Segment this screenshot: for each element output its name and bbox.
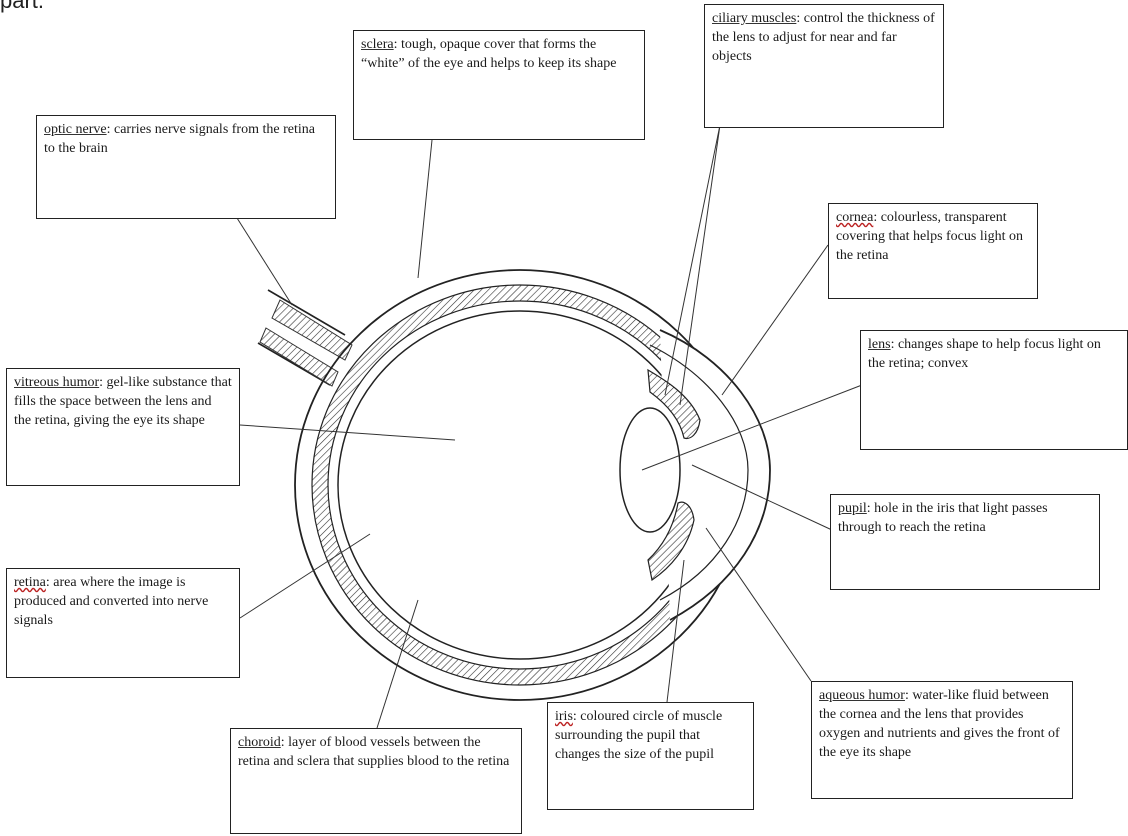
term-pupil: pupil	[838, 501, 867, 516]
label-retina: retina: area where the image is produced…	[6, 568, 240, 678]
optic-nerve-shape	[258, 290, 352, 386]
label-optic-nerve: optic nerve: carries nerve signals from …	[36, 115, 336, 219]
label-ciliary-muscles: ciliary muscles: control the thickness o…	[704, 4, 944, 128]
term-cornea: cornea	[836, 210, 873, 225]
term-ciliary-muscles: ciliary muscles	[712, 11, 796, 26]
label-iris: iris: coloured circle of muscle surround…	[547, 702, 754, 810]
term-aqueous-humor: aqueous humor	[819, 688, 905, 703]
desc-lens: : changes shape to help focus light on t…	[868, 337, 1101, 371]
label-aqueous-humor: aqueous humor: water-like fluid between …	[811, 681, 1073, 799]
term-lens: lens	[868, 337, 891, 352]
term-vitreous-humor: vitreous humor	[14, 375, 99, 390]
term-optic-nerve: optic nerve	[44, 122, 107, 137]
label-pupil: pupil: hole in the iris that light passe…	[830, 494, 1100, 590]
desc-sclera: : tough, opaque cover that forms the “wh…	[361, 37, 616, 71]
label-sclera: sclera: tough, opaque cover that forms t…	[353, 30, 645, 140]
term-iris: iris	[555, 709, 573, 724]
desc-iris: : coloured circle of muscle surrounding …	[555, 709, 722, 762]
term-retina: retina	[14, 575, 46, 590]
label-cornea: cornea: colourless, transparent covering…	[828, 203, 1038, 299]
term-sclera: sclera	[361, 37, 394, 52]
label-vitreous-humor: vitreous humor: gel-like substance that …	[6, 368, 240, 486]
term-choroid: choroid	[238, 735, 281, 750]
label-choroid: choroid: layer of blood vessels between …	[230, 728, 522, 834]
label-lens: lens: changes shape to help focus light …	[860, 330, 1128, 450]
desc-pupil: : hole in the iris that light passes thr…	[838, 501, 1048, 535]
lens-shape	[620, 408, 680, 532]
